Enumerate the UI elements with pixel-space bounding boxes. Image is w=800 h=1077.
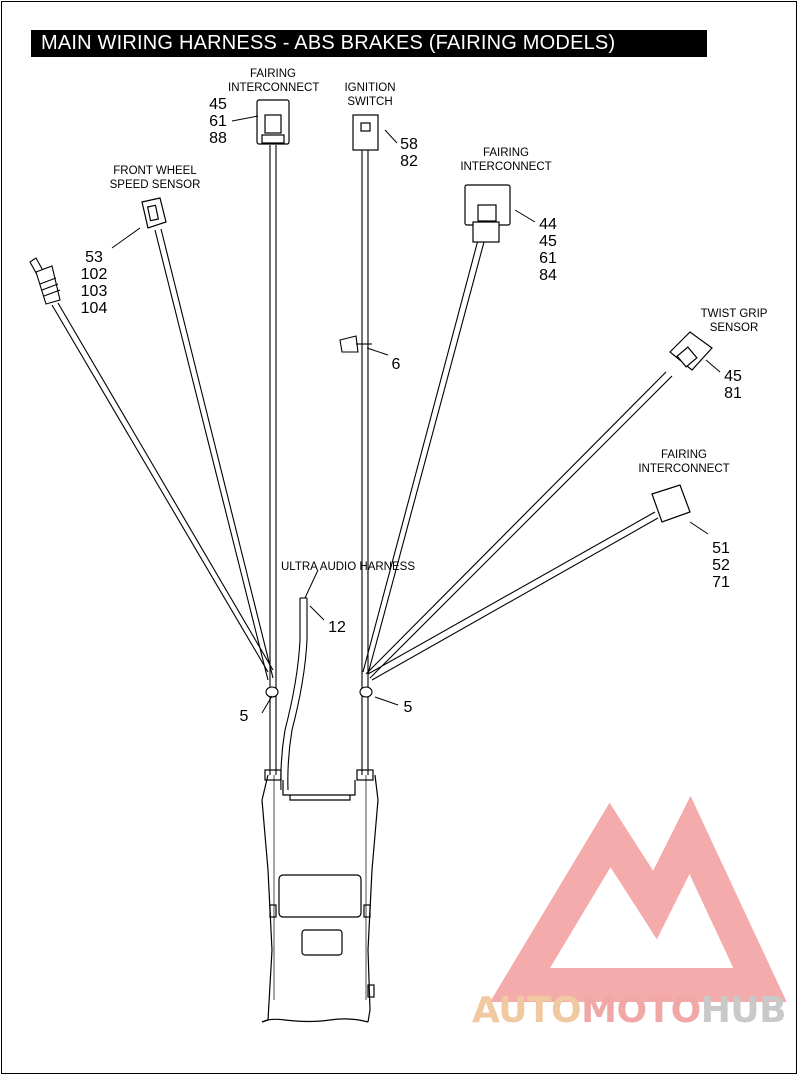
refs-lower-fairing-interconnect: 51 52 71 (706, 540, 736, 591)
label-line: SWITCH (347, 96, 393, 108)
ref-number: 5 (403, 699, 413, 716)
label-line: FRONT WHEEL (113, 165, 197, 177)
logo-part-moto: MOTO (581, 990, 701, 1031)
label-front-wheel-speed-sensor: FRONT WHEEL SPEED SENSOR (105, 164, 205, 192)
ref-number: 53 (85, 249, 103, 266)
logo-part-hub: HUB (700, 990, 787, 1031)
ref-number: 5 (239, 708, 249, 725)
label-top-fairing-interconnect: FAIRING INTERCONNECT (228, 67, 320, 95)
ref-number: 61 (209, 113, 227, 130)
label-ultra-audio-harness: ULTRA AUDIO HARNESS (280, 560, 416, 574)
connector-twist-grip-icon (669, 331, 713, 371)
ref-number: 6 (391, 356, 401, 373)
cable-ties-icon (265, 686, 373, 698)
label-line: INTERCONNECT (228, 82, 320, 94)
label-line: INTERCONNECT (460, 161, 552, 173)
ref-number: 103 (80, 283, 108, 300)
label-right-fairing-interconnect: FAIRING INTERCONNECT (458, 146, 554, 174)
ref-number: 45 (724, 368, 742, 385)
ref-number: 51 (712, 540, 730, 557)
ref-ultra-audio-harness: 12 (322, 619, 352, 636)
connector-right-fairing-icon (464, 184, 511, 243)
ref-number: 102 (80, 266, 108, 283)
label-line: SPEED SENSOR (109, 179, 201, 191)
label-ignition-switch: IGNITION SWITCH (335, 81, 405, 109)
label-line: INTERCONNECT (638, 463, 730, 475)
ref-number: 58 (400, 136, 418, 153)
ref-number: 45 (209, 96, 227, 113)
ref-number: 12 (328, 619, 346, 636)
ref-number: 61 (539, 250, 557, 267)
ref-number: 71 (712, 574, 730, 591)
refs-right-fairing-interconnect: 44 45 61 84 (533, 216, 563, 284)
label-line: TWIST GRIP (700, 308, 768, 320)
connector-front-wheel-sensor-icon (141, 197, 167, 229)
leader-lines (111, 115, 721, 714)
label-line: SENSOR (709, 322, 759, 334)
ref-number: 52 (712, 557, 730, 574)
connector-ignition-switch-icon (352, 114, 379, 151)
refs-top-fairing-interconnect: 45 61 88 (200, 96, 236, 147)
diagram-title: MAIN WIRING HARNESS - ABS BRAKES (FAIRIN… (31, 30, 707, 57)
ref-number: 88 (209, 130, 227, 147)
watermark-logo-text: AUTOMOTOHUB (472, 990, 792, 1031)
label-lower-fairing-interconnect: FAIRING INTERCONNECT (636, 448, 732, 476)
ref-number: 45 (539, 233, 557, 250)
label-line: FAIRING (249, 68, 296, 80)
ref-number: 84 (539, 267, 557, 284)
refs-front-wheel-speed-sensor: 53 102 103 104 (76, 249, 112, 317)
ref-number: 44 (539, 216, 557, 233)
refs-twist-grip-sensor: 45 81 (718, 368, 748, 402)
connector-top-fairing-icon (256, 99, 290, 145)
watermark-logo-icon (489, 795, 787, 1002)
ref-cable-tie-right: 5 (396, 699, 420, 716)
refs-ignition-switch: 58 82 (394, 136, 424, 170)
ref-number: 81 (724, 385, 742, 402)
label-line: IGNITION (344, 82, 396, 94)
harness-wires (51, 145, 673, 791)
ref-cable-tie-left: 5 (232, 708, 256, 725)
ref-wire-clip: 6 (384, 356, 408, 373)
connector-lower-fairing-icon (651, 484, 691, 523)
ref-number: 104 (80, 300, 108, 317)
label-line: FAIRING (482, 147, 529, 159)
antenna-connector-icon (29, 257, 61, 305)
ref-number: 82 (400, 153, 418, 170)
label-twist-grip-sensor: TWIST GRIP SENSOR (694, 307, 774, 335)
wire-clip-icon (339, 335, 372, 353)
logo-part-auto: AUTO (472, 990, 582, 1031)
harness-body (261, 769, 379, 1023)
label-line: ULTRA AUDIO HARNESS (281, 561, 415, 573)
label-line: FAIRING (660, 449, 707, 461)
